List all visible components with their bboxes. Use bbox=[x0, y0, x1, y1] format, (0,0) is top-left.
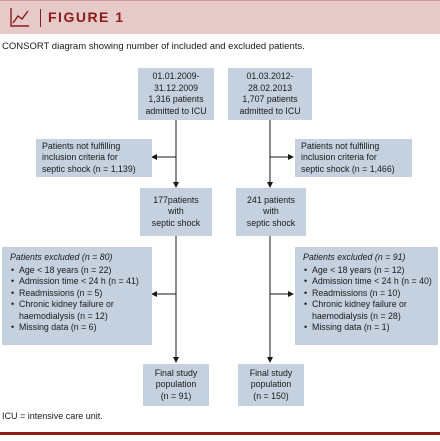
box-text-line: Final study bbox=[249, 367, 293, 378]
list-item-text: Age < 18 years (n = 12) bbox=[312, 264, 405, 275]
right-septic-shock-box: 241 patients with septic shock bbox=[236, 188, 306, 236]
box-text-line: Final study bbox=[154, 367, 198, 378]
line-chart-icon bbox=[10, 8, 29, 27]
left-start-box: 01.01.2009- 31.12.2009 1,316 patients ad… bbox=[138, 68, 214, 120]
box-text-line: 1,707 patients bbox=[242, 94, 298, 104]
left-excluded-title: Patients excluded (n = 80) bbox=[10, 252, 113, 262]
footnote: ICU = intensive care unit. bbox=[2, 411, 103, 421]
box-text-line: population bbox=[250, 379, 292, 390]
bottom-rule bbox=[0, 432, 440, 435]
right-not-fulfilling-box: Patients not fulfilling inclusion criter… bbox=[295, 139, 412, 177]
list-item-text: Missing data (n = 1) bbox=[312, 322, 390, 332]
list-item-text: Readmissions (n = 10) bbox=[312, 287, 401, 298]
list-item-text: haemodialysis (n = 12) bbox=[19, 310, 108, 321]
left-not-fulfilling-box: Patients not fulfilling inclusion criter… bbox=[36, 139, 152, 177]
figure-title: FIGURE 1 bbox=[48, 9, 125, 25]
box-text-line: Patients not fulfilling bbox=[42, 140, 121, 151]
list-item: Readmissions (n = 5) bbox=[11, 287, 144, 300]
left-final-box: Final study population (n = 91) bbox=[143, 364, 209, 406]
list-item-text: Readmissions (n = 5) bbox=[19, 287, 103, 298]
list-item: Admission time < 24 h (n = 40) bbox=[304, 276, 432, 288]
figure-caption: CONSORT diagram showing number of includ… bbox=[2, 41, 305, 52]
box-text-line: admitted to ICU bbox=[239, 105, 301, 116]
list-item-text: Missing data (n = 6) bbox=[19, 322, 97, 332]
list-item: Age < 18 years (n = 22) bbox=[11, 264, 144, 277]
box-text-line: 177patients bbox=[153, 194, 199, 205]
box-text-line: 01.03.2012- bbox=[246, 71, 294, 81]
box-text-line: 01.01.2009- bbox=[152, 71, 200, 81]
list-item: Age < 18 years (n = 12) bbox=[304, 264, 430, 277]
box-text-line: inclusion criteria for bbox=[301, 152, 377, 163]
list-item-text: Chronic kidney failure or bbox=[19, 299, 114, 309]
right-start-box: 01.03.2012- 28.02.2013 1,707 patients ad… bbox=[228, 68, 312, 120]
list-item: Missing data (n = 6) bbox=[11, 322, 144, 334]
left-septic-shock-box: 177patients with septic shock bbox=[140, 188, 212, 236]
list-item-text: Admission time < 24 h (n = 41) bbox=[19, 276, 139, 286]
list-item-text: haemodialysis (n = 28) bbox=[312, 310, 401, 321]
box-text-line: septic shock bbox=[246, 217, 296, 228]
box-text-line: septic shock (n = 1,466) bbox=[301, 163, 395, 174]
right-excluded-title: Patients excluded (n = 91) bbox=[303, 252, 406, 262]
list-item-text: Chronic kidney failure or bbox=[312, 299, 407, 309]
right-final-box: Final study population (n = 150) bbox=[238, 364, 304, 406]
box-text-line: septic shock bbox=[151, 217, 201, 228]
box-text-line: 1,316 patients bbox=[148, 94, 204, 104]
box-text-line: population bbox=[155, 379, 197, 390]
header-divider bbox=[40, 9, 41, 27]
box-text-line: 31.12.2009 bbox=[153, 82, 199, 93]
right-excluded-box: Patients excluded (n = 91) Age < 18 year… bbox=[295, 247, 438, 345]
box-text-line: inclusion criteria for bbox=[42, 152, 118, 163]
box-text-line: Patients not fulfilling bbox=[301, 140, 380, 151]
list-item-text: Age < 18 years (n = 22) bbox=[19, 264, 112, 275]
box-text-line: 241 patients bbox=[247, 194, 295, 205]
list-item-text: Admission time < 24 h (n = 40) bbox=[312, 276, 432, 286]
left-excluded-box: Patients excluded (n = 80) Age < 18 year… bbox=[2, 247, 152, 345]
box-text-line: with bbox=[168, 206, 184, 217]
box-text-line: admitted to ICU bbox=[145, 105, 207, 116]
box-text-line: septic shock (n = 1,139) bbox=[42, 163, 136, 174]
box-text-line: (n = 150) bbox=[253, 390, 289, 401]
box-text-line: with bbox=[263, 206, 279, 217]
box-text-line: (n = 91) bbox=[160, 390, 192, 401]
list-item: Admission time < 24 h (n = 41) bbox=[11, 276, 144, 288]
box-text-line: 28.02.2013 bbox=[247, 82, 293, 93]
list-item: Missing data (n = 1) bbox=[304, 322, 430, 334]
figure-header: FIGURE 1 bbox=[0, 0, 440, 34]
list-item: Readmissions (n = 10) bbox=[304, 287, 430, 300]
